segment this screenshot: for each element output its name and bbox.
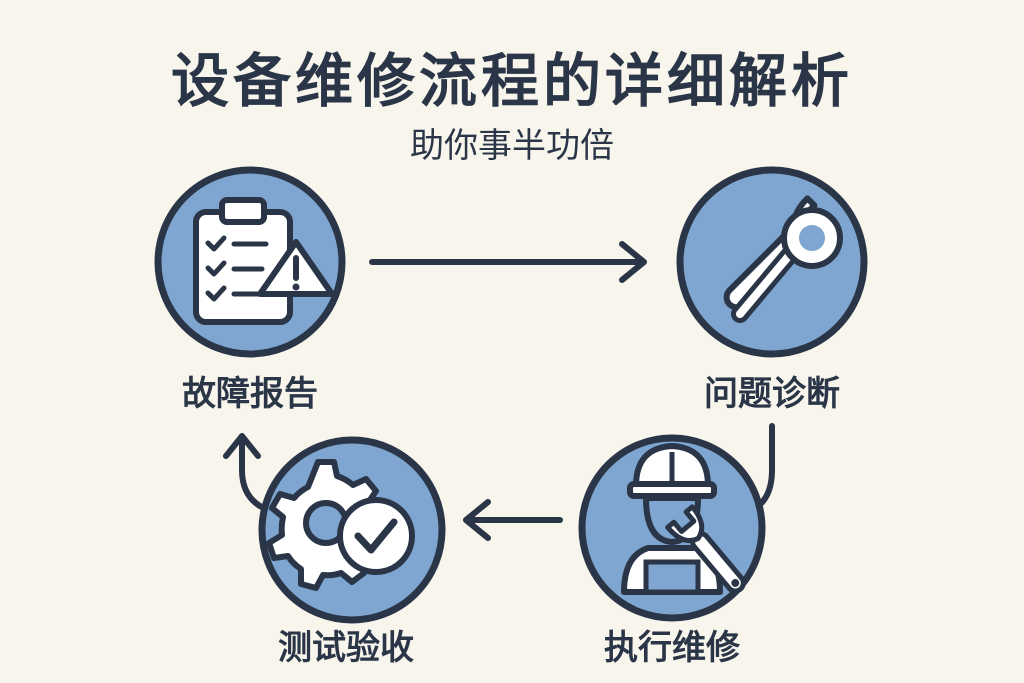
step-fault-report-circle	[154, 166, 346, 358]
clipboard-warning-icon	[193, 197, 335, 325]
step-label-repair: 执行维修	[604, 628, 740, 668]
step-diagnose-circle	[676, 166, 868, 358]
arrow-repair-to-test	[463, 499, 563, 541]
page-subtitle: 助你事半功倍	[410, 126, 614, 166]
step-label-diagnose: 问题诊断	[704, 374, 840, 414]
arrow-test-to-report	[223, 433, 271, 513]
gear-check-icon	[266, 459, 415, 591]
wrench-magnifier-icon	[723, 195, 843, 323]
worker-wrench-icon	[621, 443, 746, 595]
page-title: 设备维修流程的详细解析	[170, 47, 853, 115]
step-label-fault-report: 故障报告	[182, 374, 318, 414]
step-label-test: 测试验收	[278, 628, 414, 668]
step-repair-circle	[578, 434, 766, 622]
arrow-report-to-diagnose	[369, 241, 647, 283]
step-test-circle	[258, 436, 446, 624]
